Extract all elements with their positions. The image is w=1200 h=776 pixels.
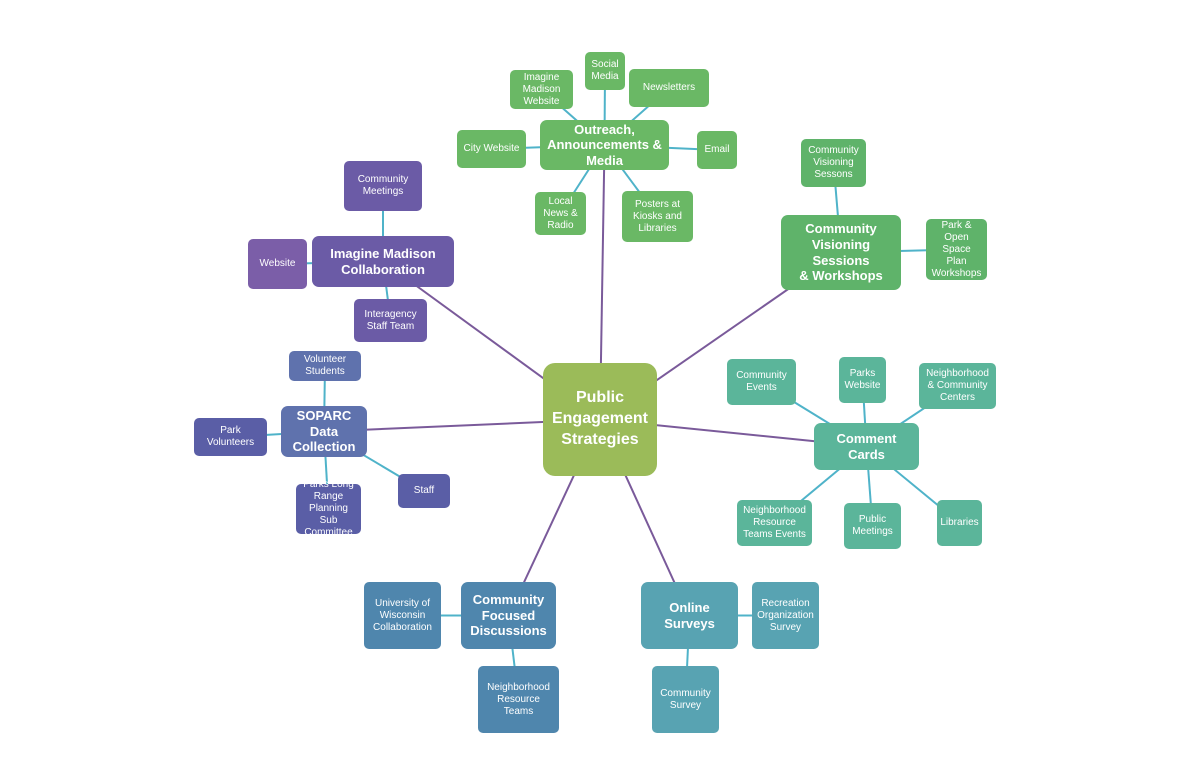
- leaf-website: Website: [248, 239, 307, 289]
- branch-community-focused-discussions: Community Focused Discussions: [461, 582, 556, 649]
- leaf-community-survey: Community Survey: [652, 666, 719, 733]
- leaf-neighborhood-resource-teams-events: Neighborhood Resource Teams Events: [737, 500, 812, 546]
- branch-imagine-madison-collaboration: Imagine Madison Collaboration: [312, 236, 454, 287]
- center-node-public-engagement: Public Engagement Strategies: [543, 363, 657, 476]
- leaf-public-meetings: Public Meetings: [844, 503, 901, 549]
- branch-outreach-announcements-media: Outreach, Announcements & Media: [540, 120, 669, 170]
- leaf-parks-website: Parks Website: [839, 357, 886, 403]
- leaf-social-media: Social Media: [585, 52, 625, 90]
- leaf-park-volunteers: Park Volunteers: [194, 418, 267, 456]
- leaf-parks-long-range-planning-sub-committee: Parks Long Range Planning Sub Committee: [296, 479, 361, 538]
- branch-soparc-data-collection: SOPARC Data Collection: [281, 406, 367, 457]
- leaf-volunteer-students: Volunteer Students: [289, 351, 361, 381]
- branch-online-surveys: Online Surveys: [641, 582, 738, 649]
- leaf-university-of-wisconsin-collaboration: University of Wisconsin Collaboration: [364, 582, 441, 649]
- leaf-local-news-radio: Local News & Radio: [535, 192, 586, 235]
- leaf-community-events: Community Events: [727, 359, 796, 405]
- leaf-neighborhood-community-centers: Neighborhood & Community Centers: [919, 363, 996, 409]
- leaf-imagine-madison-website: Imagine Madison Website: [510, 70, 573, 109]
- leaf-community-visioning-sessons: Community Visioning Sessons: [801, 139, 866, 187]
- leaf-interagency-staff-team: Interagency Staff Team: [354, 299, 427, 342]
- leaf-email: Email: [697, 131, 737, 169]
- leaf-posters-kiosks-libraries: Posters at Kiosks and Libraries: [622, 191, 693, 242]
- leaf-neighborhood-resource-teams: Neighborhood Resource Teams: [478, 666, 559, 733]
- leaf-community-meetings: Community Meetings: [344, 161, 422, 211]
- leaf-newsletters: Newsletters: [629, 69, 709, 107]
- leaf-staff: Staff: [398, 474, 450, 508]
- leaf-recreation-organization-survey: Recreation Organization Survey: [752, 582, 819, 649]
- branch-community-visioning-sessions: Community Visioning Sessions & Workshops: [781, 215, 901, 290]
- leaf-city-website: City Website: [457, 130, 526, 168]
- leaf-park-open-space-plan-workshops: Park & Open Space Plan Workshops: [926, 219, 987, 280]
- leaf-libraries: Libraries: [937, 500, 982, 546]
- branch-comment-cards: Comment Cards: [814, 423, 919, 470]
